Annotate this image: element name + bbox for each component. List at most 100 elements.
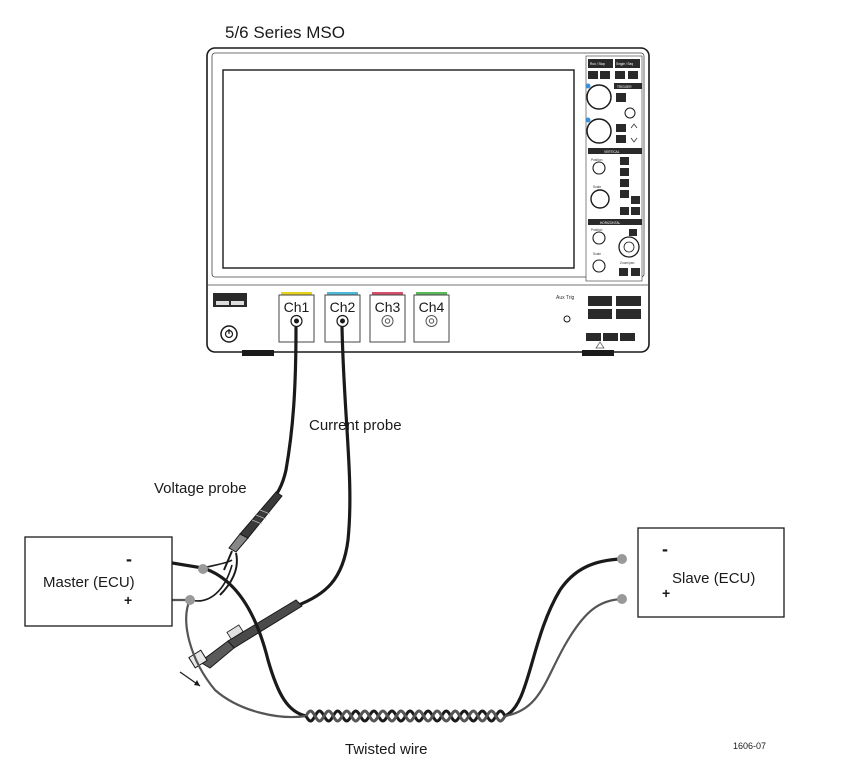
bottom-button[interactable] — [620, 333, 635, 341]
ch2-color-bar — [327, 292, 358, 295]
trigger-level-knob[interactable] — [624, 107, 636, 119]
voltage-probe — [219, 491, 283, 596]
panel-button[interactable] — [628, 71, 638, 79]
knob-b-indicator — [585, 117, 591, 123]
slave-ecu-label: Slave (ECU) — [672, 570, 755, 587]
probe-cables — [270, 326, 352, 608]
right-foot — [582, 350, 614, 356]
multipurpose-knob-b[interactable] — [586, 118, 612, 144]
master-ecu-label: Master (ECU) — [43, 574, 135, 591]
left-foot — [242, 350, 274, 356]
menu-button-inset — [216, 301, 229, 305]
menu-button-inset — [231, 301, 244, 305]
scope-display — [222, 69, 575, 269]
zoom-button[interactable] — [619, 268, 628, 276]
voltage-probe-body — [239, 491, 283, 539]
ch4-label: Ch4 — [419, 299, 445, 315]
current-probe-slider — [226, 624, 244, 640]
math-button[interactable] — [631, 196, 640, 204]
multipurpose-knob-a[interactable] — [586, 84, 612, 110]
slope-rise-icon — [630, 123, 638, 129]
ref-button[interactable] — [620, 207, 629, 215]
bus-wires — [147, 554, 627, 723]
trigger-button[interactable] — [616, 124, 626, 132]
bottom-button[interactable] — [586, 333, 601, 341]
trigger-button[interactable] — [616, 93, 626, 102]
vertical-scale-knob[interactable] — [590, 189, 610, 209]
ch2-label: Ch2 — [330, 299, 356, 315]
trigger-button[interactable] — [616, 135, 626, 143]
current-probe-label: Current probe — [309, 417, 402, 434]
horizontal-button[interactable] — [629, 229, 637, 236]
slave-plus-label: + — [662, 585, 670, 601]
master-ecu-box — [24, 536, 173, 627]
control-panel: Run / Stop Single / Seq TRIGGER VERTICAL… — [585, 55, 643, 282]
aux-trig-label: Aux Trig — [556, 295, 575, 301]
run-stop-button[interactable] — [588, 59, 613, 68]
zoom-pan-inner-knob[interactable] — [623, 241, 635, 253]
oscilloscope: Run / Stop Single / Seq TRIGGER VERTICAL… — [206, 47, 650, 356]
horizontal-section-label: HORIZONTAL — [600, 221, 621, 225]
vertical-position-knob[interactable] — [592, 161, 606, 175]
instrument-title: 5/6 Series MSO — [225, 23, 345, 42]
slave-ecu: Slave (ECU) - + — [637, 527, 785, 618]
channel-button[interactable] — [620, 168, 629, 176]
horizontal-scale-label: Scale — [593, 252, 601, 256]
channel-button[interactable] — [620, 179, 629, 187]
plus-wire-master — [148, 598, 307, 719]
default-setup-button[interactable] — [616, 296, 641, 306]
horizontal-section-header — [588, 219, 642, 225]
voltage-probe-ground-lead — [219, 552, 238, 596]
horizontal-position-knob[interactable] — [592, 231, 606, 245]
probe-grip-line — [259, 509, 271, 515]
bottom-button[interactable] — [603, 333, 618, 341]
trigger-section-label: TRIGGER — [617, 85, 632, 89]
probe-grip-line — [255, 514, 267, 520]
slave-minus-connection — [617, 554, 627, 564]
warning-icon — [595, 341, 605, 349]
single-seq-button[interactable] — [615, 59, 640, 68]
undo-button[interactable] — [616, 309, 641, 319]
vertical-position-label: Position — [591, 158, 603, 162]
touch-off-button[interactable] — [588, 296, 612, 306]
panel-button[interactable] — [600, 71, 610, 79]
ch1-label: Ch1 — [284, 299, 310, 315]
ch2-connector-pin — [340, 318, 345, 324]
aux-trig-connector[interactable] — [563, 315, 571, 323]
minus-wire-master — [147, 557, 307, 718]
current-probe-jaw — [199, 640, 235, 669]
current-probe — [179, 599, 303, 687]
master-ecu: Master (ECU) - + — [24, 536, 173, 627]
panel-button[interactable] — [588, 71, 598, 79]
trigger-section-header — [614, 83, 642, 89]
ch1-connector-pin — [294, 318, 299, 324]
slave-plus-connection — [617, 594, 627, 604]
ch4-color-bar — [416, 292, 447, 295]
panel-button[interactable] — [615, 71, 625, 79]
single-seq-label: Single / Seq — [616, 62, 633, 66]
zoom-button[interactable] — [631, 268, 640, 276]
vertical-scale-label: Scale — [593, 185, 601, 189]
slave-ecu-box — [637, 527, 785, 618]
save-button[interactable] — [588, 309, 612, 319]
channel-button[interactable] — [620, 157, 629, 165]
master-plus-connection — [185, 595, 195, 605]
master-plus-label: + — [124, 592, 132, 608]
plus-tap-wire — [189, 564, 233, 602]
ch1-color-bar — [281, 292, 312, 295]
current-probe-clamp-head — [188, 649, 208, 669]
bus-button[interactable] — [631, 207, 640, 215]
horizontal-position-label: Position — [591, 228, 603, 232]
voltage-probe-cable — [270, 326, 298, 501]
voltage-probe-tip — [223, 550, 233, 571]
channel-button[interactable] — [620, 190, 629, 198]
minus-wire-slave — [504, 557, 623, 718]
current-probe-cable — [295, 326, 352, 608]
twisted-wire-strand-b — [304, 709, 507, 723]
arrow-head-icon — [194, 680, 200, 686]
run-stop-label: Run / Stop — [590, 62, 605, 66]
horizontal-scale-knob[interactable] — [592, 259, 606, 273]
current-probe-body — [227, 599, 303, 649]
voltage-probe-tip-collar — [228, 533, 249, 553]
